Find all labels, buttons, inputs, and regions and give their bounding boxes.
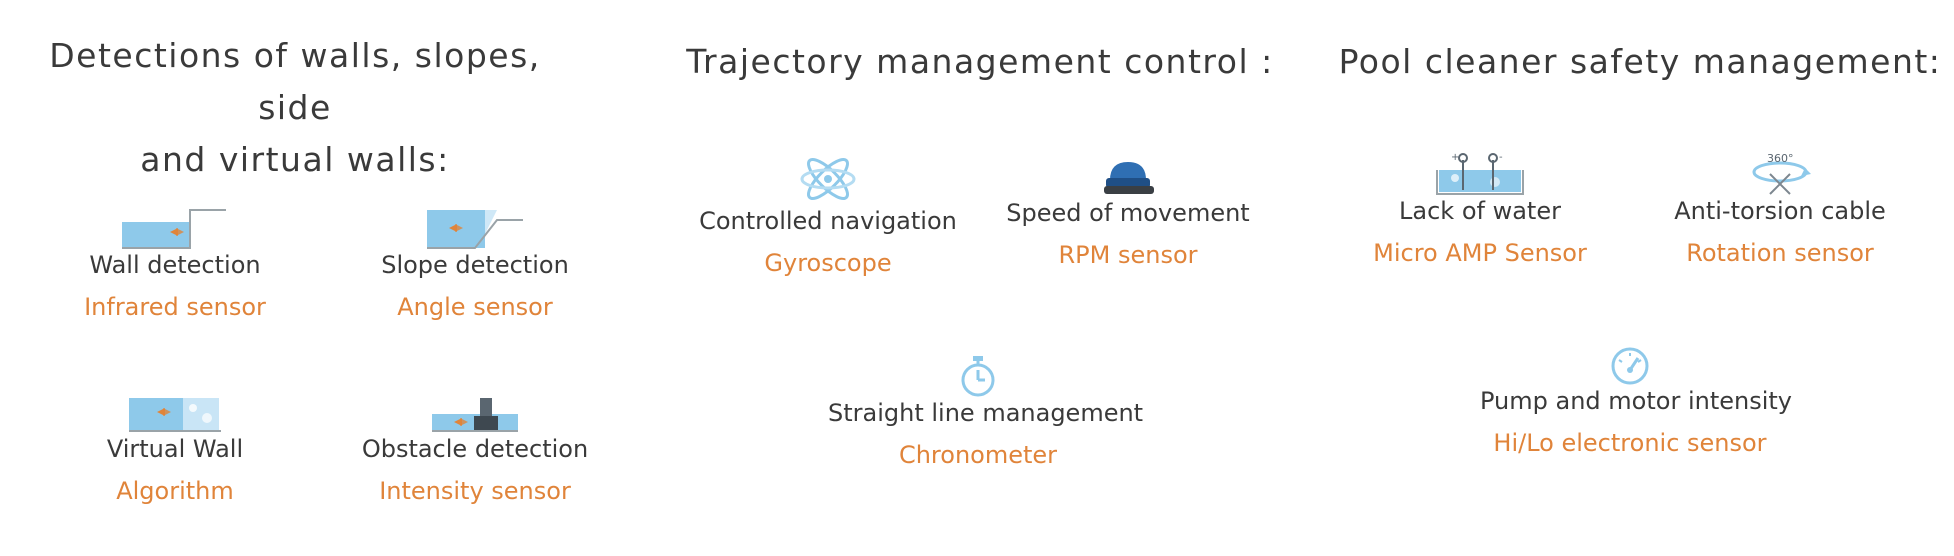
water-level-icon: + - xyxy=(1436,152,1524,195)
item-obstacle-detection: Obstacle detection Intensity sensor xyxy=(325,394,625,506)
heading-safety: Pool cleaner safety management: xyxy=(1330,36,1950,88)
heading-line-1: Pool cleaner safety management: xyxy=(1338,42,1942,81)
item-label: Lack of water xyxy=(1399,197,1561,225)
item-label: Straight line management xyxy=(828,399,1144,427)
gyroscope-icon xyxy=(800,158,856,200)
gauge-icon xyxy=(1611,347,1649,385)
item-sensor: Chronometer xyxy=(898,441,1058,469)
virtual-wall-icon xyxy=(129,398,221,432)
item-label: Obstacle detection xyxy=(361,435,589,463)
item-virtual-wall: Virtual Wall Algorithm xyxy=(25,394,325,506)
slope-icon xyxy=(427,210,523,249)
item-slope-detection: Slope detection Angle sensor xyxy=(325,206,625,322)
heading-line-1: Detections of walls, slopes, side xyxy=(49,36,541,127)
item-label: Speed of movement xyxy=(1006,199,1250,227)
heading-detections: Detections of walls, slopes, side and vi… xyxy=(40,30,550,186)
item-lack-of-water: + - Lack of water Micro AMP Sensor xyxy=(1330,150,1630,268)
heading-trajectory: Trajectory management control : xyxy=(680,36,1280,88)
item-sensor: Micro AMP Sensor xyxy=(1373,239,1587,267)
item-label: Slope detection xyxy=(381,251,569,279)
item-sensor: Rotation sensor xyxy=(1686,239,1874,267)
heading-line-2: and virtual walls: xyxy=(140,140,450,179)
svg-text:+: + xyxy=(1451,152,1459,163)
item-sensor: RPM sensor xyxy=(1058,241,1198,269)
item-label: Virtual Wall xyxy=(106,435,244,463)
item-anti-torsion-cable: 360° Anti-torsion cable Rotation sensor xyxy=(1630,150,1930,268)
item-speed-of-movement: Speed of movement RPM sensor xyxy=(978,158,1278,270)
item-label: Anti-torsion cable xyxy=(1674,197,1886,225)
heading-line-1: Trajectory management control : xyxy=(686,42,1274,81)
rotation-icon-label: 360° xyxy=(1767,152,1794,165)
item-label: Wall detection xyxy=(89,251,261,279)
svg-text:-: - xyxy=(1499,152,1503,163)
item-pump-and-motor-intensity: Pump and motor intensity Hi/Lo electroni… xyxy=(1480,346,1792,458)
item-straight-line-management: Straight line management Chronometer xyxy=(828,354,1144,470)
item-label: Controlled navigation xyxy=(699,207,957,235)
item-sensor: Infrared sensor xyxy=(84,293,266,321)
chronometer-icon xyxy=(961,356,995,397)
wall-icon xyxy=(122,209,226,249)
item-sensor: Intensity sensor xyxy=(379,477,571,505)
obstacle-icon xyxy=(432,398,518,432)
rotation-360-icon: 360° xyxy=(1752,152,1811,195)
item-sensor: Angle sensor xyxy=(397,293,553,321)
rpm-icon xyxy=(1104,162,1154,194)
item-controlled-navigation: Controlled navigation Gyroscope xyxy=(678,152,978,278)
item-sensor: Algorithm xyxy=(116,477,234,505)
item-label: Pump and motor intensity xyxy=(1480,387,1792,415)
item-wall-detection: Wall detection Infrared sensor xyxy=(25,206,325,322)
item-sensor: Gyroscope xyxy=(764,249,892,277)
item-sensor: Hi/Lo electronic sensor xyxy=(1493,429,1767,457)
